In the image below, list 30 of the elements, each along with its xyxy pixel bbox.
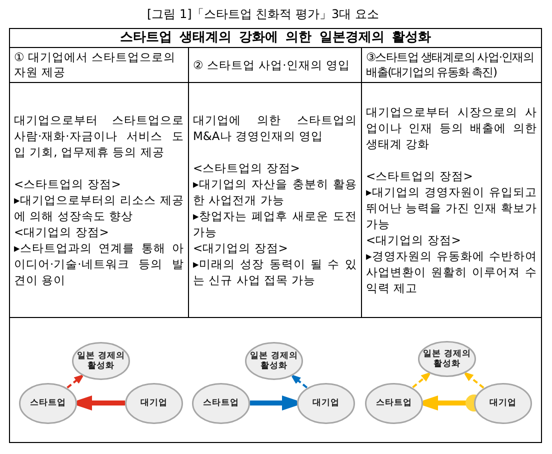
- bullet-text: ▸대기업의 자산을 충분히 활용한 사업전개 가능: [193, 176, 357, 208]
- ellipse-node: 스타트업: [365, 382, 423, 424]
- ellipse-node: 대기업: [297, 382, 355, 424]
- table-title: 스타트업 생태계의 강화에 의한 일본경제의 활성화: [120, 30, 431, 46]
- bullet-text: ▸경영자원의 유동화에 수반하여 사업변환이 원활히 이루어져 수익력 제고: [366, 248, 537, 296]
- column-heading: ② 스타트업 사업·인재의 영입: [193, 58, 350, 72]
- description-text: 대기업으로부터 스타트업으로 사람·재화·자금이나 서비스 도입 기회, 업무제휴 등의 제공: [14, 112, 184, 160]
- ellipse-node: 일본 경제의 활성화: [418, 341, 476, 377]
- bullet-text: ▸스타트업과의 연계를 통해 아이디어·기술·네트워크 등의 발견이 용이: [14, 240, 184, 288]
- ellipse-node: 스타트업: [19, 382, 77, 424]
- bullet-text: ▸창업자는 폐업후 새로운 도전 가능: [193, 208, 357, 240]
- subheading: <스타트업의 장점>: [366, 168, 473, 184]
- bullet-text: ▸미래의 성장 동력이 될 수 있는 신규 사업 접목 가능: [193, 256, 357, 288]
- bullet-text: ▸대기업의 경영자원이 유입되고 뛰어난 능력을 가진 인재 확보가 가능: [366, 184, 537, 232]
- subheading: <대기업의 장점>: [366, 232, 461, 248]
- column-heading: ① 대기업에서 스타트업으로의 자원 제공: [14, 50, 177, 80]
- subheading: <스타트업의 장점>: [193, 160, 300, 176]
- description-text: 대기업으로부터 시장으로의 사업이나 인재 등의 배출에 의한 생태계 강화: [366, 104, 537, 152]
- description-text: 대기업에 의한 스타트업의 M&A나 경영인재의 영입: [193, 112, 357, 144]
- subheading: <대기업의 장점>: [193, 240, 288, 256]
- subheading: <대기업의 장점>: [14, 224, 109, 240]
- figure-title: [그림 1]「스타트업 친화적 평가」3대 요소: [147, 7, 379, 21]
- ellipse-node: 대기업: [474, 382, 532, 424]
- bullet-text: ▸대기업으로부터의 리소스 제공에 의해 성장속도 향상: [14, 192, 184, 224]
- subheading: <스타트업의 장점>: [14, 176, 121, 192]
- ellipse-node: 일본 경제의 활성화: [245, 342, 303, 380]
- ellipse-node: 일본 경제의 활성화: [72, 342, 130, 380]
- ellipse-node: 대기업: [125, 382, 183, 424]
- ellipse-node: 스타트업: [192, 382, 250, 424]
- column-heading: ③스타트업 생태계로의 사업·인재의 배출(대기업의 유동화 촉진): [366, 50, 535, 80]
